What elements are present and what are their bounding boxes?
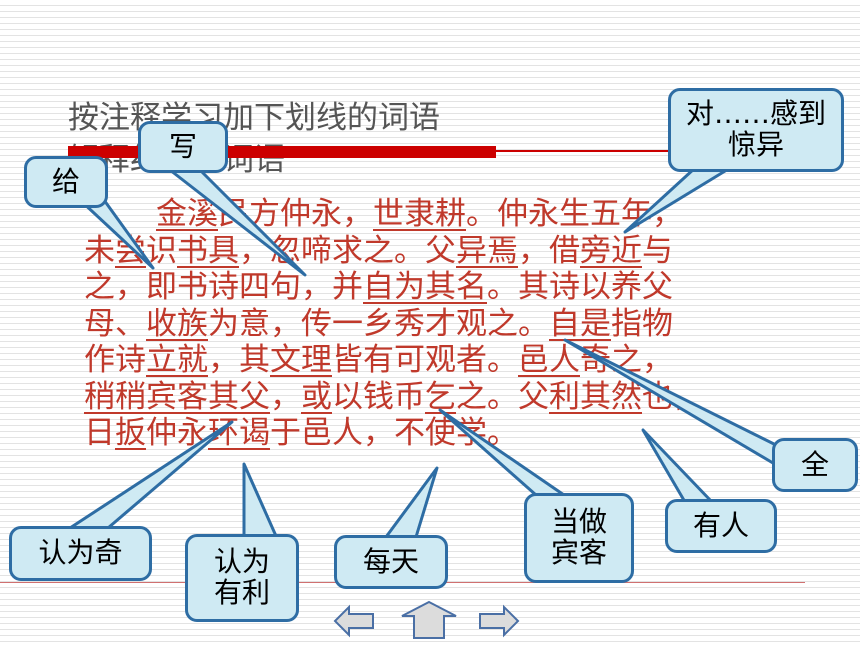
passage-line: 母、收族为意，传一乡秀才观之。自是指物 [84, 306, 804, 343]
underlined-word: 扳 [115, 415, 146, 451]
callout-renweiqi: 认为奇 [9, 526, 152, 581]
underlined-word: 立就 [146, 342, 208, 378]
passage-line: 之，即书诗四句，并自为其名。其诗以养父 [84, 269, 804, 306]
red-divider-bar [68, 146, 496, 158]
underlined-word: 书具 [177, 232, 239, 269]
passage-text: 母、 [84, 305, 146, 342]
pointer-renweiyouli [242, 462, 278, 538]
passage-text: 。其诗以养父 [487, 269, 673, 305]
passage-line: 金溪民方仲永，世隶耕。仲永生五年， [84, 196, 804, 233]
passage-text: 为意，传一乡秀才观之。 [208, 305, 549, 342]
callout-dangzuo: 当做宾客 [524, 493, 634, 583]
callout-dui: 对……感到惊异 [668, 88, 844, 172]
passage-line: 作诗立就，其文理皆有可观者。邑人奇之， [84, 342, 804, 379]
passage-text: ， [270, 378, 301, 415]
heading-line-1: 按注释学习加下划线的词语 [68, 100, 440, 136]
passage-text: 之，即书诗四句，并 [84, 269, 363, 305]
passage-text: 也， [642, 378, 704, 415]
underlined-word: 尝 [115, 232, 146, 269]
arrow-left-icon[interactable] [333, 604, 375, 638]
underlined-word: 自是 [549, 305, 611, 342]
underlined-word: 世 [373, 196, 404, 232]
callout-renweiyouli: 认为有利 [185, 534, 299, 622]
passage-text: 民方仲永， [218, 196, 373, 232]
passage-text: 。仲永生五年， [466, 196, 683, 232]
callout-youren: 有人 [665, 499, 777, 553]
passage-line: 日扳仲永环谒于邑人，不使学。 [84, 415, 804, 452]
underlined-word: 自为其名 [363, 269, 487, 305]
underlined-word: 文理 [270, 342, 332, 378]
passage-line: 未尝识书具，忽啼求之。父异焉，借旁近与 [84, 233, 804, 270]
passage-text: 奇之， [580, 342, 673, 378]
passage-text: 之。父 [456, 378, 549, 415]
passage-text: 皆有可观者。 [332, 342, 518, 378]
passage-text: 以钱币 [332, 378, 425, 415]
classical-passage: 金溪民方仲永，世隶耕。仲永生五年，未尝识书具，忽啼求之。父异焉，借旁近与之，即书… [84, 196, 804, 452]
underlined-word: 金溪 [156, 196, 218, 232]
passage-text: 与 [642, 232, 673, 269]
underlined-word: 宾客 [146, 378, 208, 415]
passage-text: 日 [84, 415, 115, 451]
underlined-word: 利 [549, 378, 580, 415]
underlined-word: 其然 [580, 378, 642, 415]
underlined-word: 异焉 [456, 232, 518, 269]
passage-text: 于邑人，不使学。 [270, 415, 518, 451]
underlined-word: 乞 [425, 378, 456, 415]
callout-quan: 全 [772, 438, 858, 492]
arrow-up-icon[interactable] [398, 600, 460, 640]
passage-text: 指物 [611, 305, 673, 342]
passage-text: 未 [84, 232, 115, 269]
underlined-word: 隶耕 [404, 196, 466, 232]
pointer-meitian [384, 466, 439, 539]
passage-text: ，借 [518, 232, 580, 269]
passage-text: 仲永 [146, 415, 208, 451]
passage-text: ，忽啼求之。父 [239, 232, 456, 269]
passage-text: 识 [146, 232, 177, 269]
callout-gei: 给 [24, 156, 108, 208]
underlined-word: 其父 [208, 378, 270, 415]
passage-text: 作诗 [84, 342, 146, 378]
underlined-word: 收族 [146, 305, 208, 342]
underlined-word: 稍稍 [84, 378, 146, 415]
callout-meitian: 每天 [334, 535, 448, 589]
callout-xie: 写 [138, 121, 228, 173]
passage-line: 稍稍宾客其父，或以钱币乞之。父利其然也， [84, 379, 804, 416]
underlined-word: 旁近 [580, 232, 642, 269]
underlined-word: 或 [301, 378, 332, 415]
underlined-word: 邑人 [518, 342, 580, 378]
arrow-right-icon[interactable] [478, 604, 520, 638]
red-divider-line [496, 150, 806, 152]
passage-text: ，其 [208, 342, 270, 378]
underlined-word: 环谒 [208, 415, 270, 451]
